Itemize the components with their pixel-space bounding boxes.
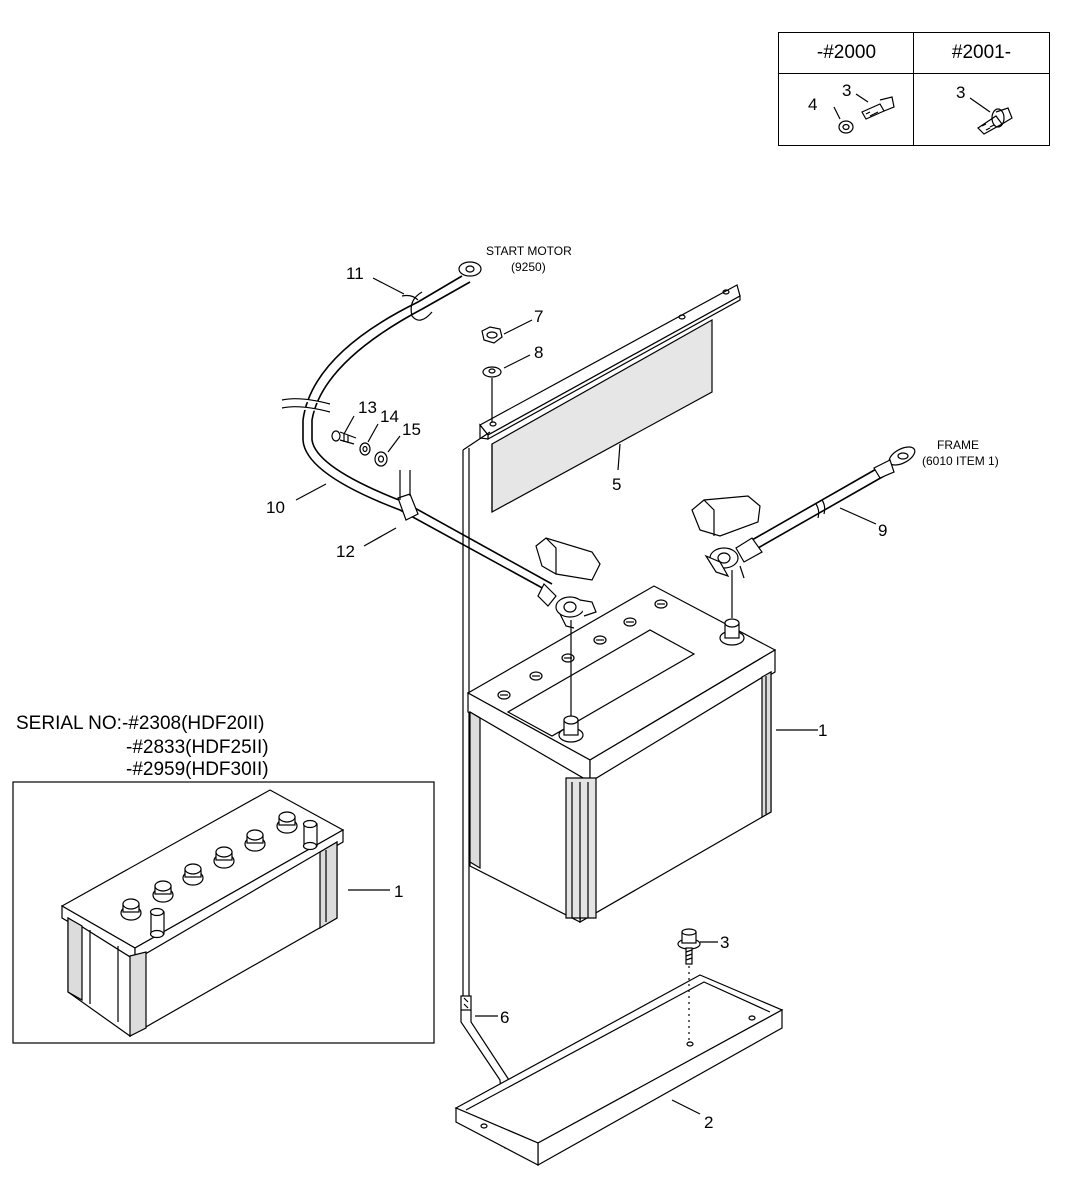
washer-8 — [482, 366, 502, 378]
callout-5: 5 — [612, 475, 621, 494]
callout-7: 7 — [534, 307, 543, 326]
inset-box — [12, 781, 435, 1044]
variant-table: -#2000 #2001- — [778, 32, 1050, 146]
callout-1-inset: 1 — [394, 882, 403, 901]
ground-cable-9 — [704, 446, 916, 579]
table-bolt-washer-drawing — [833, 93, 895, 134]
variant-col2-header: #2001- — [951, 42, 1012, 63]
flange-bolt-3 — [677, 928, 701, 1040]
table-divider-horizontal — [779, 73, 1049, 74]
inset-battery — [60, 789, 345, 1038]
callout-2: 2 — [704, 1113, 713, 1132]
start-motor-ref: (9250) — [511, 260, 546, 274]
table-label-3b: 3 — [956, 83, 965, 102]
washer-14 — [359, 442, 371, 456]
callout-11: 11 — [346, 264, 364, 283]
frame-ref: (6010 ITEM 1) — [922, 454, 999, 468]
serial-note-line2: -#2833(HDF25II) — [126, 737, 269, 758]
table-label-3a: 3 — [842, 81, 851, 100]
table-flange-bolt-drawing — [969, 97, 1013, 135]
terminal-cover-negative — [691, 495, 761, 537]
start-motor-label: START MOTOR — [486, 244, 572, 258]
serial-note-line3: -#2959(HDF30II) — [126, 759, 269, 780]
callout-3: 3 — [720, 933, 729, 952]
washer-15 — [374, 451, 388, 467]
terminal-cover-positive — [535, 537, 601, 581]
battery-1 — [466, 570, 777, 924]
callout-12: 12 — [336, 542, 355, 561]
callout-8: 8 — [534, 343, 543, 362]
frame-label: FRAME — [937, 438, 979, 452]
callout-9: 9 — [878, 521, 887, 540]
positive-cable — [281, 261, 597, 629]
callout-15: 15 — [402, 420, 421, 439]
callout-14: 14 — [380, 407, 399, 426]
battery-tray-2 — [454, 974, 784, 1167]
callout-10: 10 — [266, 498, 285, 517]
variant-col1-header: -#2000 — [816, 42, 877, 63]
bracket-plate — [479, 284, 741, 514]
bolt-13 — [331, 430, 357, 445]
table-divider-vertical — [913, 33, 914, 145]
callout-13: 13 — [358, 398, 377, 417]
callout-1: 1 — [818, 721, 827, 740]
table-label-4: 4 — [808, 95, 817, 114]
serial-note-line1: SERIAL NO:-#2308(HDF20II) — [16, 713, 265, 734]
callout-6: 6 — [500, 1008, 509, 1027]
nut-7 — [481, 326, 503, 344]
